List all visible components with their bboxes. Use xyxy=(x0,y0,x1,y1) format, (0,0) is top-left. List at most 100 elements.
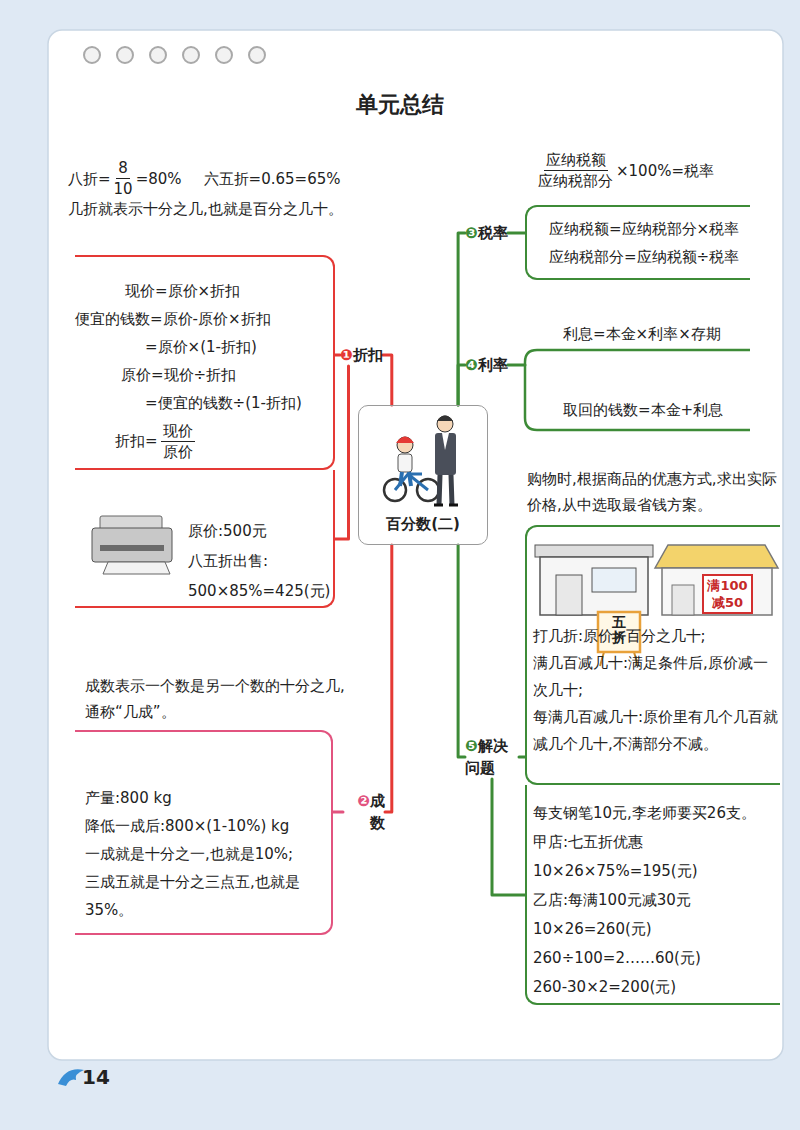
branch-connector xyxy=(333,811,343,814)
node-text: 一成就是十分之一,也就是10%; xyxy=(85,845,293,863)
center-illustration xyxy=(437,416,453,432)
node-text: ❺解决 问题 xyxy=(465,735,519,779)
text-row: 八五折出售: xyxy=(75,546,333,576)
fraction-numerator: 8 xyxy=(116,158,130,179)
center-illustration xyxy=(400,472,411,486)
text-row: 乙店:每满100元减30元 xyxy=(527,886,780,915)
shop-illustration xyxy=(672,585,694,615)
text-row: 打几折:原价×百分之几十; xyxy=(527,623,780,650)
node-text: 每满几百减几十:原价里有几个几百就减几个几十,不满部分不减。 xyxy=(533,708,778,753)
node-text: 便宜的钱数=原价-原价×折扣 xyxy=(75,310,271,328)
rate-bracket xyxy=(525,350,750,430)
text-row: 10×26=260(元) xyxy=(527,915,780,944)
text-row: 一成就是十分之一,也就是10%; xyxy=(75,840,331,868)
spiral-rings xyxy=(84,47,265,63)
label-group: 购物时,根据商品的优惠方式,求出实际价格,从中选取最省钱方案。 xyxy=(527,466,789,518)
fraction: 应纳税额应纳税部分 xyxy=(538,150,613,191)
spiral-rings xyxy=(183,47,199,63)
fraction-denominator: 应纳税部分 xyxy=(538,171,613,191)
node-text: 八五折出售: xyxy=(188,552,268,570)
printer-illustration xyxy=(103,562,170,574)
node-text: 10×26=260(元) xyxy=(533,920,652,938)
node-text: 260-30×2=200(元) xyxy=(533,978,676,996)
text-row: =原价×(1-折扣) xyxy=(75,333,333,361)
shop-illustration xyxy=(655,545,778,568)
node-text: 三成五就是十分之三点五,也就是35%。 xyxy=(85,873,300,919)
shop-illustration xyxy=(540,557,648,615)
branch-label: ❹利率 xyxy=(465,354,508,376)
fraction-denominator: 10 xyxy=(114,179,133,199)
label-group: 应纳税额应纳税部分×100%=税率 xyxy=(535,150,714,191)
text-row: 原价=现价÷折扣 xyxy=(75,361,333,389)
node-text: 利息=本金×利率×存期 xyxy=(563,325,721,343)
node-text: =原价×(1-折扣) xyxy=(145,338,257,356)
text-row: 260-30×2=200(元) xyxy=(527,973,780,1002)
node-text: 甲店:七五折优惠 xyxy=(533,833,643,851)
node-text: 原价=现价÷折扣 xyxy=(121,366,236,384)
text-row: 折扣=现价原价 xyxy=(75,421,333,462)
page-corner-dolphin xyxy=(58,1069,84,1086)
node-text: 每支钢笔10元,李老师要买26支。 xyxy=(533,804,756,822)
label-group: 几折就表示十分之几,也就是百分之几十。 xyxy=(68,196,358,222)
note-text: 八折= xyxy=(68,166,111,192)
center-illustration xyxy=(435,433,456,475)
fraction-denominator: 原价 xyxy=(163,442,193,462)
center-illustration xyxy=(434,504,458,507)
center-illustration xyxy=(358,405,488,545)
text-row: 甲店:七五折优惠 xyxy=(527,828,780,857)
node-text: 260÷100=2……60(元) xyxy=(533,949,701,967)
example-box: 原价:500元八五折出售: 500×85%=425(元) xyxy=(75,470,335,608)
branch-label: ❷成 数 xyxy=(343,790,385,834)
shop-illustration xyxy=(535,545,653,557)
node-text: 原价:500元 xyxy=(188,522,267,540)
note-text: 14 xyxy=(82,1065,110,1089)
printer-illustration xyxy=(92,528,172,562)
label-group: 满100 减50 xyxy=(705,577,750,611)
fraction: 810 xyxy=(114,158,133,199)
node-text: 500×85%=425(元) xyxy=(188,582,330,600)
spiral-rings xyxy=(150,47,166,63)
label-group: 八折=810=80%六五折=0.65=65% xyxy=(68,158,340,199)
node-text: ❷成 数 xyxy=(343,790,385,834)
note-text: 满100 减50 xyxy=(707,578,747,610)
text-row: 便宜的钱数=原价-原价×折扣 xyxy=(75,305,333,333)
node-text: 乙店:每满100元减30元 xyxy=(533,891,691,909)
branch-connector xyxy=(508,232,525,235)
spiral-rings xyxy=(117,47,133,63)
label-group: 14 xyxy=(82,1064,110,1090)
example-box: 产量:800 kg 降低一成后:800×(1-10%) kg 一成就是十分之一,也就… xyxy=(75,730,333,935)
text-row: =便宜的钱数÷(1-折扣) xyxy=(75,389,333,417)
center-illustration xyxy=(398,454,412,472)
node-text: 10×26×75%=195(元) xyxy=(533,862,698,880)
formula-box: 应纳税额=应纳税部分×税率应纳税部分=应纳税额÷税率 xyxy=(525,205,750,280)
rate-bracket xyxy=(525,350,750,430)
text-row: 满几百减几十:满足条件后,原价减一次几十; xyxy=(527,650,780,704)
formula-box: 利息=本金×利率×存期取回的钱数=本金+利息 xyxy=(525,318,750,430)
branch-connector xyxy=(492,779,525,895)
branch-connector xyxy=(508,364,525,367)
branch-connector xyxy=(335,354,340,357)
spiral-rings xyxy=(84,47,100,63)
text-row: 产量:800 kg xyxy=(75,784,331,812)
branch-connector xyxy=(383,355,392,405)
center-illustration xyxy=(396,437,414,444)
shop-illustration xyxy=(592,568,636,592)
shop-illustration xyxy=(662,568,772,615)
center-illustration xyxy=(358,405,488,545)
branch-label: ❶折扣 xyxy=(340,344,383,366)
text-row: 现价=原价×折扣 xyxy=(75,277,333,305)
text-row: 三成五就是十分之三点五,也就是35%。 xyxy=(75,868,331,924)
node-text: 取回的钱数=本金+利息 xyxy=(563,401,723,419)
note-text: =80% xyxy=(136,166,182,192)
node-text: 应纳税额=应纳税部分×税率 xyxy=(549,220,739,238)
shop-illustration xyxy=(556,575,582,615)
shop-illustration xyxy=(535,545,778,666)
spiral-rings xyxy=(216,47,232,63)
node-text: 降低一成后:800×(1-10%) kg xyxy=(85,817,289,835)
branch-connector xyxy=(458,365,465,405)
printer-illustration xyxy=(92,516,172,574)
branch-connector xyxy=(458,545,465,757)
node-text: 百分数(二) xyxy=(386,515,460,533)
